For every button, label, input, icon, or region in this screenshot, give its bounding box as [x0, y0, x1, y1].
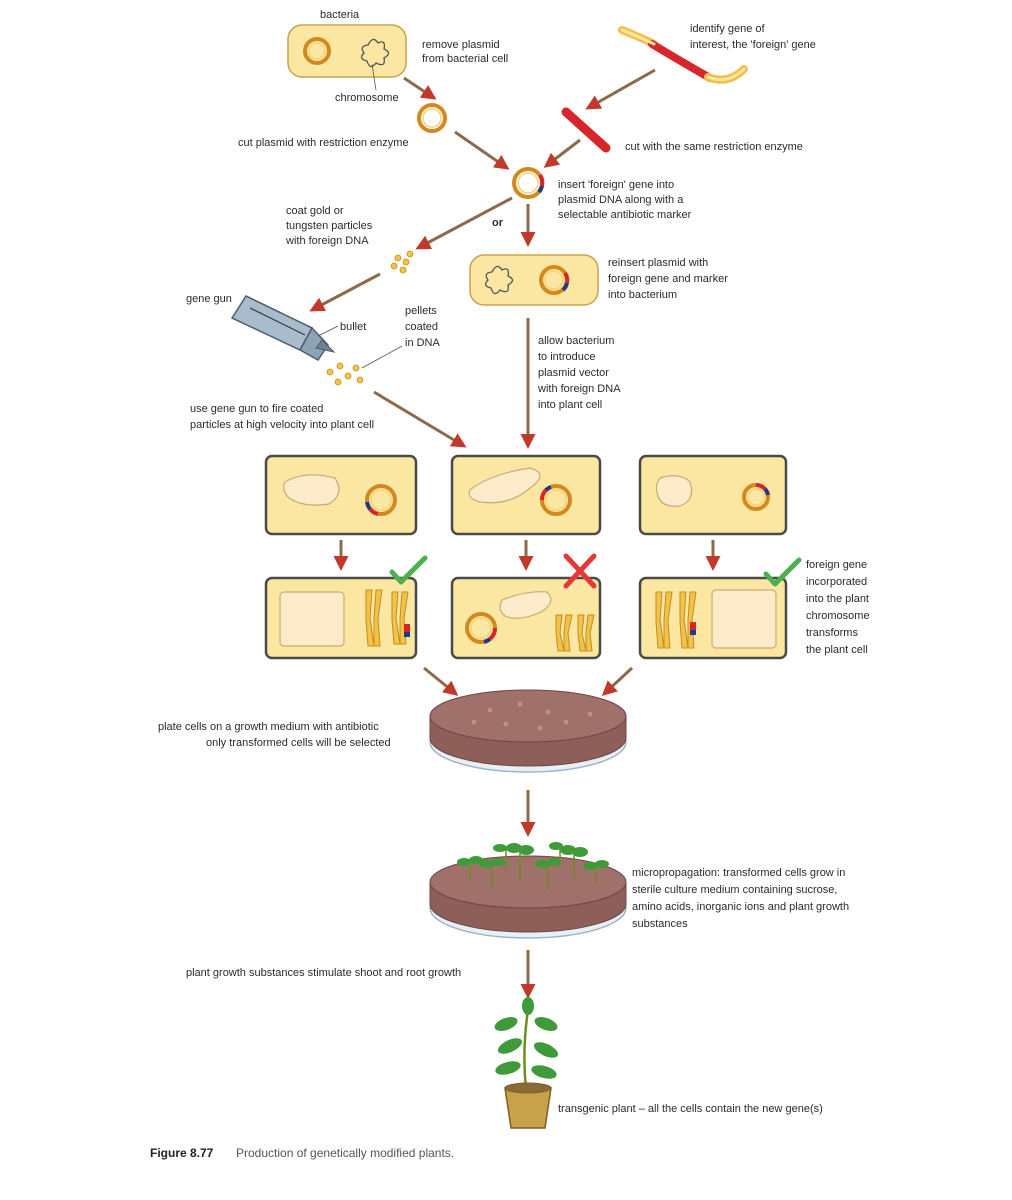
label-fire: use gene gun to fire coated	[190, 403, 323, 415]
label-identify-gene: identify gene of	[690, 23, 766, 35]
label-coat-3: with foreign DNA	[285, 235, 369, 247]
petri-dish-antibiotic	[429, 689, 627, 773]
plant-cell-3	[638, 454, 788, 536]
label-foreign-gene-3: into the plant	[806, 593, 869, 605]
bacterium-with-plasmid	[469, 254, 599, 306]
label-cut-same: cut with the same restriction enzyme	[625, 141, 803, 153]
cross-icon	[563, 553, 597, 589]
foreign-gene-fragment	[561, 107, 611, 153]
label-micro-3: amino acids, inorganic ions and plant gr…	[632, 901, 849, 913]
label-foreign-gene-5: transforms	[806, 627, 858, 639]
petri-dish-micropropagation	[429, 842, 627, 939]
label-micro-2: sterile culture medium containing sucros…	[632, 884, 837, 896]
label-cut-plasmid: cut plasmid with restriction enzyme	[238, 137, 409, 149]
label-insert-2: plasmid DNA along with a	[558, 194, 684, 206]
fired-pellets	[326, 362, 364, 386]
gene-gun	[230, 295, 336, 361]
arrow-7	[309, 272, 381, 312]
figure-caption: Production of genetically modified plant…	[236, 1146, 454, 1160]
transformed-cell-1	[264, 576, 418, 660]
arrow-2	[585, 68, 656, 110]
coated-particles	[390, 250, 414, 274]
label-transgenic: transgenic plant – all the cells contain…	[558, 1103, 823, 1115]
check-icon	[389, 555, 428, 585]
label-bullet: bullet	[340, 321, 366, 333]
label-remove-plasmid-2: from bacterial cell	[422, 53, 508, 65]
bacterium	[287, 24, 407, 91]
label-chromosome: chromosome	[335, 92, 399, 104]
check-icon	[763, 557, 802, 587]
label-allow-4: with foreign DNA	[537, 383, 621, 395]
label-pellets: pellets	[405, 305, 437, 317]
plant-cell-1	[264, 454, 418, 536]
label-coat: coat gold or	[286, 205, 344, 217]
label-insert: insert 'foreign' gene into	[558, 179, 674, 191]
label-growth: plant growth substances stimulate shoot …	[186, 967, 461, 979]
label-or: or	[492, 217, 504, 229]
label-plate: plate cells on a growth medium with anti…	[158, 721, 379, 733]
label-allow-3: plasmid vector	[538, 367, 609, 379]
label-bacteria: bacteria	[320, 9, 360, 21]
figure-number: Figure 8.77	[150, 1146, 214, 1160]
label-pellets-2: coated	[405, 321, 438, 333]
free-plasmid	[417, 103, 447, 133]
label-reinsert-3: into bacterium	[608, 289, 677, 301]
label-fire-2: particles at high velocity into plant ce…	[190, 419, 374, 431]
label-pellets-3: in DNA	[405, 337, 441, 349]
label-foreign-gene-2: incorporated	[806, 576, 867, 588]
label-remove-plasmid: remove plasmid	[422, 39, 500, 51]
arrow-4	[543, 138, 581, 168]
arrow-3	[454, 130, 510, 170]
arrow-13	[423, 666, 459, 696]
arrow-8	[373, 390, 467, 448]
label-foreign-gene-4: chromosome	[806, 610, 870, 622]
label-coat-2: tungsten particles	[286, 220, 373, 232]
arrow-14	[601, 666, 634, 697]
transformed-cell-2	[638, 576, 788, 660]
label-insert-3: selectable antibiotic marker	[558, 209, 692, 221]
arrow-1	[403, 76, 437, 100]
label-plate-2: only transformed cells will be selected	[206, 737, 391, 749]
label-identify-gene-2: interest, the 'foreign' gene	[690, 39, 816, 51]
label-foreign-gene-6: the plant cell	[806, 644, 868, 656]
plant-cell-2	[450, 454, 602, 536]
bacterial-chromosome	[360, 38, 390, 68]
label-reinsert-2: foreign gene and marker	[608, 273, 728, 285]
label-micro-4: substances	[632, 918, 688, 930]
untransformed-cell	[450, 576, 602, 660]
arrow-5	[415, 196, 513, 250]
recombinant-plasmid	[512, 167, 545, 199]
label-gene-gun: gene gun	[186, 293, 232, 305]
label-allow-5: into plant cell	[538, 399, 602, 411]
label-foreign-gene: foreign gene	[806, 559, 867, 571]
label-micro: micropropagation: transformed cells grow…	[632, 867, 845, 879]
label-allow: allow bacterium	[538, 335, 614, 347]
dna-strand	[618, 26, 748, 84]
transgenic-plant	[494, 997, 559, 1129]
label-allow-2: to introduce	[538, 351, 595, 363]
label-reinsert: reinsert plasmid with	[608, 257, 708, 269]
